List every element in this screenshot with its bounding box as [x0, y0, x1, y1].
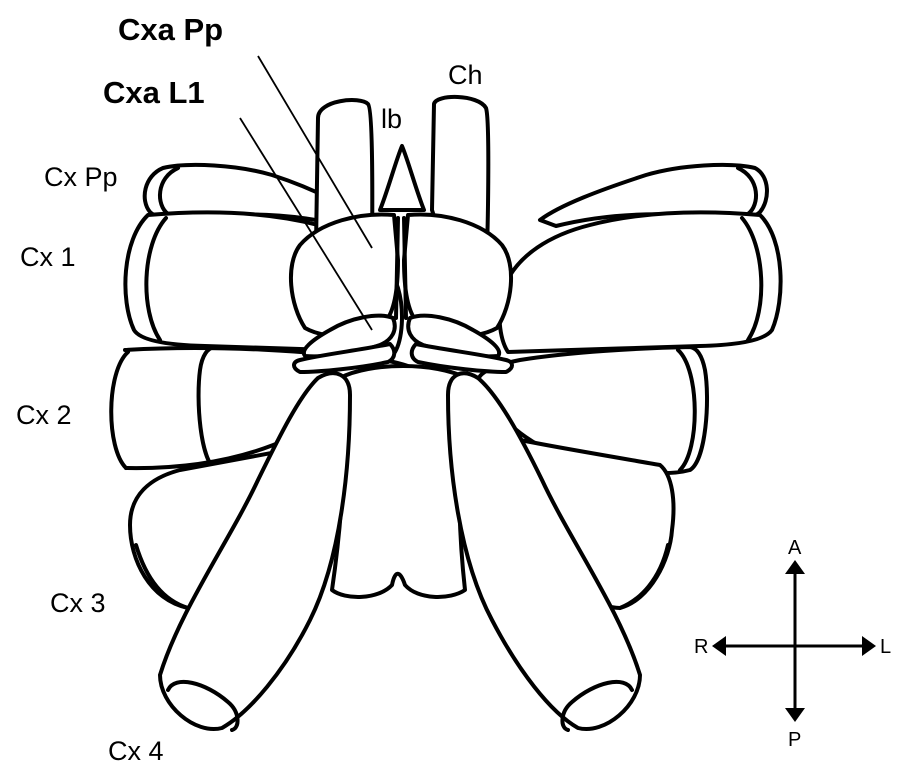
compass-label-posterior: P	[788, 729, 801, 751]
sternum	[332, 366, 466, 597]
compass-label-right: R	[694, 636, 708, 658]
compass-label-anterior: A	[788, 537, 802, 559]
label-cx-4: Cx 4	[108, 736, 164, 766]
label-ch: Ch	[448, 60, 483, 90]
label-cx-1: Cx 1	[20, 242, 76, 272]
arrowhead-left	[862, 636, 876, 656]
label-cxa-l1: Cxa L1	[103, 75, 205, 110]
labrum	[380, 146, 424, 210]
compass-label-left: L	[880, 636, 891, 658]
label-cxa-pp: Cxa Pp	[118, 12, 223, 47]
label-cx-pp: Cx Pp	[44, 162, 118, 192]
label-lb: lb	[381, 104, 402, 134]
arrowhead-posterior	[785, 708, 805, 722]
orientation-compass: A P R L	[694, 537, 891, 751]
arrowhead-anterior	[785, 560, 805, 574]
coxa-1-mirrored	[499, 212, 780, 352]
label-cx-2: Cx 2	[16, 400, 72, 430]
label-cx-3: Cx 3	[50, 588, 106, 618]
arrowhead-right	[712, 636, 726, 656]
